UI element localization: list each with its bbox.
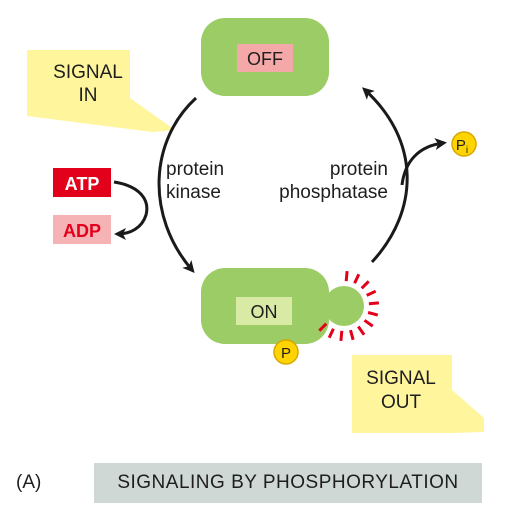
kinase-arrow (157, 96, 198, 274)
phosphatase-arrow (362, 87, 409, 264)
off-state-box (237, 44, 293, 72)
activity-ray (366, 289, 377, 297)
activity-ray (318, 322, 328, 332)
signal-in-arrow: SIGNAL IN (27, 50, 175, 132)
off-protein: OFF (201, 18, 329, 96)
svg-text:Pi: Pi (456, 137, 468, 156)
off-state-label: OFF (247, 49, 283, 69)
activity-ray (327, 328, 335, 339)
on-state-box (236, 297, 292, 325)
caption-bar: SIGNALING BY PHOSPHORYLATION (94, 463, 482, 503)
caption-panel-label: (A) (16, 472, 42, 493)
kinase-label-line2: kinase (166, 182, 221, 203)
activity-ray (344, 270, 349, 282)
activity-rays (318, 270, 380, 342)
activity-ray (363, 319, 374, 328)
activity-ray (353, 273, 361, 284)
atp-to-adp-arrow (113, 180, 149, 240)
atp-badge: ATP (53, 168, 111, 197)
activity-ray (360, 280, 370, 290)
phosphate-label: P (281, 345, 291, 362)
adp-label: ADP (63, 221, 101, 241)
activity-ray (367, 311, 379, 317)
signal-out-label-line1: SIGNAL (366, 368, 436, 389)
on-state-label: ON (251, 302, 278, 322)
activity-ray (339, 330, 344, 342)
activity-ray (368, 301, 380, 306)
pi-subscript: i (466, 145, 468, 156)
activity-ray (357, 325, 366, 336)
phosphatase-label-line1: protein (330, 159, 388, 180)
phosphate-release-arrow (400, 138, 447, 186)
atp-label: ATP (65, 174, 100, 194)
signal-in-label-line2: IN (79, 85, 98, 106)
caption-title: SIGNALING BY PHOSPHORYLATION (117, 472, 459, 493)
phosphatase-label-line2: phosphatase (279, 182, 388, 203)
pi-label: P (456, 137, 466, 154)
adp-badge: ADP (53, 215, 111, 244)
phosphate-icon: P (273, 339, 299, 365)
activity-ray (349, 329, 355, 341)
signal-out-arrow: SIGNAL OUT (352, 355, 484, 433)
signal-in-label-line1: SIGNAL (53, 62, 123, 83)
kinase-label-line1: protein (166, 159, 224, 180)
on-protein: ON (201, 268, 364, 344)
signal-out-label-line2: OUT (381, 392, 422, 413)
inorganic-phosphate-icon: Pi (451, 131, 477, 157)
